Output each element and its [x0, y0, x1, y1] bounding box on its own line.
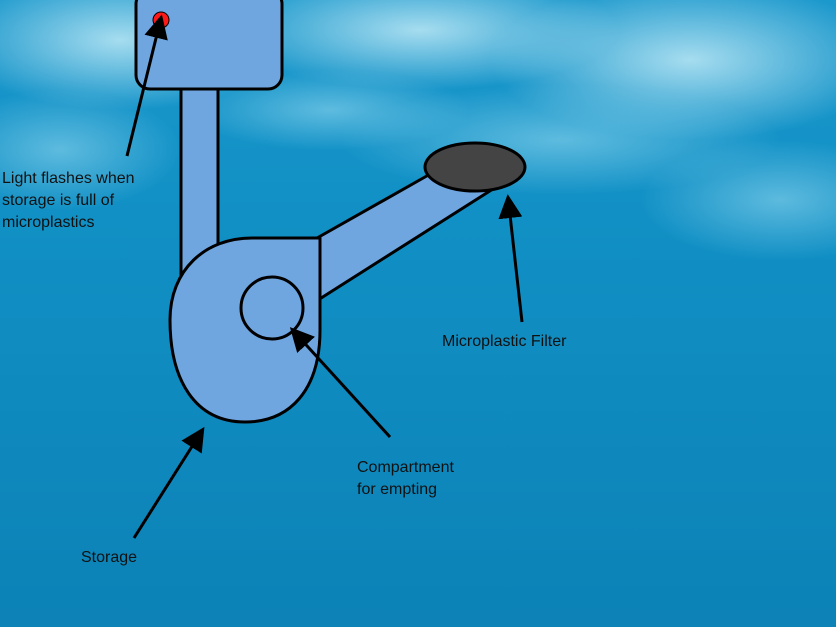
storage-label: Storage: [81, 549, 138, 566]
compartment-label: Compartment for empting: [357, 457, 454, 501]
microplastic-filter: [423, 141, 527, 193]
arrow-filter: [498, 194, 524, 323]
light-label-line: storage is full of: [2, 192, 115, 209]
device: [134, 0, 527, 424]
filter-label: Microplastic Filter: [442, 333, 567, 350]
arrow-light: [125, 14, 168, 157]
light-label: Light flashes when storage is full of mi…: [2, 168, 135, 234]
storage-chamber: [168, 236, 322, 424]
arrow-compartment: [289, 327, 392, 439]
emptying-compartment: [239, 275, 305, 341]
light-label-line: Light flashes when: [2, 170, 135, 187]
top-housing: [134, 0, 284, 91]
arrow-storage: [132, 426, 205, 539]
compartment-label-line: for empting: [357, 481, 438, 498]
compartment-label-line: Compartment: [357, 459, 454, 476]
arrows: [125, 14, 524, 539]
light-label-line: microplastics: [2, 214, 95, 231]
indicator-light: [152, 11, 170, 29]
